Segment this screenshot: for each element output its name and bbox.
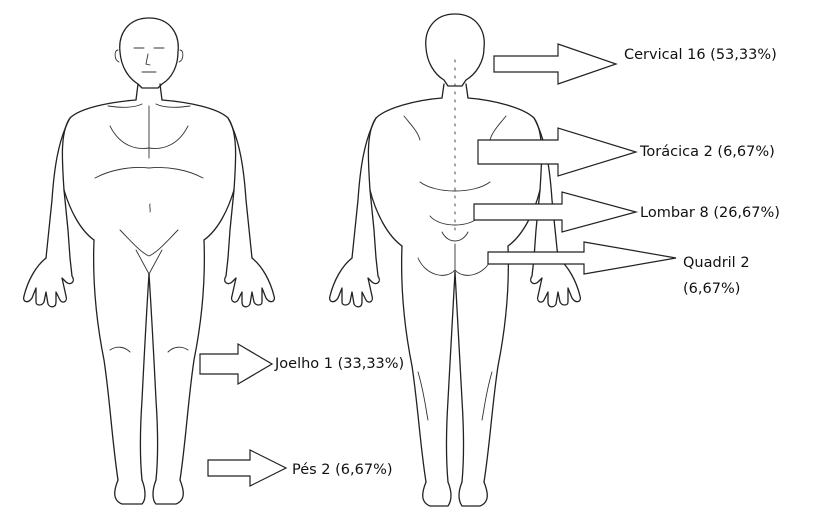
label-pes: Pés 2 (6,67%) xyxy=(292,461,393,479)
arrow-pes xyxy=(208,450,286,486)
label-toracica: Torácica 2 (6,67%) xyxy=(640,143,775,161)
arrow-cervical xyxy=(494,44,616,84)
arrow-joelho xyxy=(200,344,272,384)
arrow-toracica xyxy=(478,128,636,176)
label-quadril-line2: (6,67%) xyxy=(683,280,740,298)
label-cervical: Cervical 16 (53,33%) xyxy=(624,46,777,64)
front-body-figure xyxy=(24,18,275,504)
arrow-quadril xyxy=(488,242,676,274)
label-quadril-line1: Quadril 2 xyxy=(683,254,750,272)
label-lombar: Lombar 8 (26,67%) xyxy=(640,204,780,222)
label-joelho: Joelho 1 (33,33%) xyxy=(275,355,404,373)
